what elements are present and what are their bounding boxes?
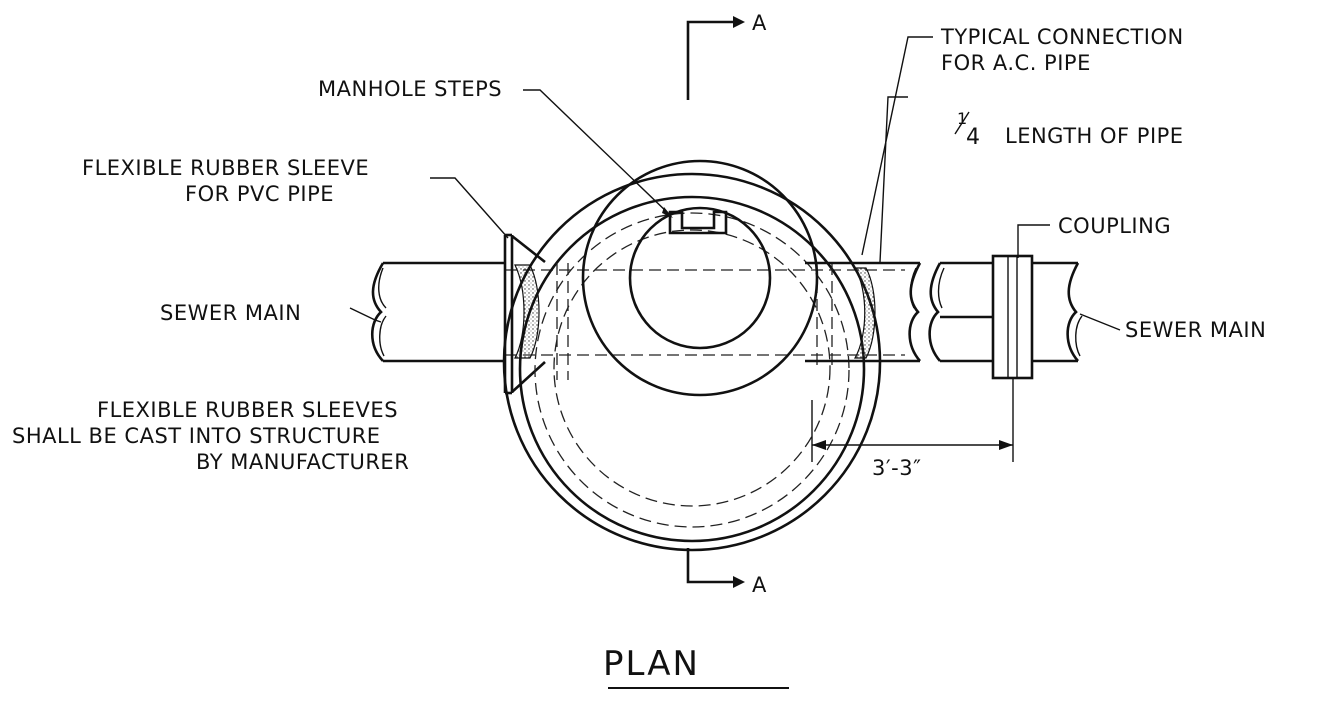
dimension-line: 3′-3″	[811, 378, 1014, 480]
coupling-label: COUPLING	[1058, 214, 1171, 238]
manhole-steps-label: MANHOLE STEPS	[318, 77, 502, 101]
typical-connection-line1: TYPICAL CONNECTION	[940, 25, 1184, 49]
page-title: PLAN	[603, 644, 700, 684]
sleeves-note-line3: BY MANUFACTURER	[196, 450, 409, 474]
svg-text:LENGTH OF PIPE: LENGTH OF PIPE	[1005, 124, 1184, 148]
sewer-main-left-label: SEWER MAIN	[160, 301, 301, 325]
svg-text:4: 4	[966, 125, 980, 150]
sleeves-note-line1: FLEXIBLE RUBBER SLEEVES	[97, 398, 398, 422]
section-marker-top-label: A	[752, 11, 767, 35]
section-marker-bottom-label: A	[752, 573, 767, 597]
flexible-sleeve-flange	[503, 233, 546, 395]
leader-lines	[349, 36, 1121, 331]
flexible-sleeve-line1: FLEXIBLE RUBBER SLEEVE	[82, 156, 369, 180]
manhole-steps-symbol	[668, 210, 728, 235]
svg-text:1: 1	[957, 109, 967, 128]
section-marker-bottom: A	[686, 548, 767, 597]
coupling-symbol	[991, 254, 1034, 380]
ac-pipe-connection	[805, 261, 922, 363]
typical-connection-line2: FOR A.C. PIPE	[941, 51, 1091, 75]
dimension-text: 3′-3″	[872, 456, 921, 480]
sewer-main-right-label: SEWER MAIN	[1125, 318, 1266, 342]
flexible-sleeve-line2: FOR PVC PIPE	[185, 182, 334, 206]
sleeves-note-line2: SHALL BE CAST INTO STRUCTURE	[12, 424, 381, 448]
quarter-length-label: 1 4 LENGTH OF PIPE	[954, 109, 1184, 150]
right-sewer-pipe	[928, 261, 1083, 363]
left-sewer-pipe	[370, 261, 905, 363]
section-marker-top: A	[686, 11, 767, 100]
